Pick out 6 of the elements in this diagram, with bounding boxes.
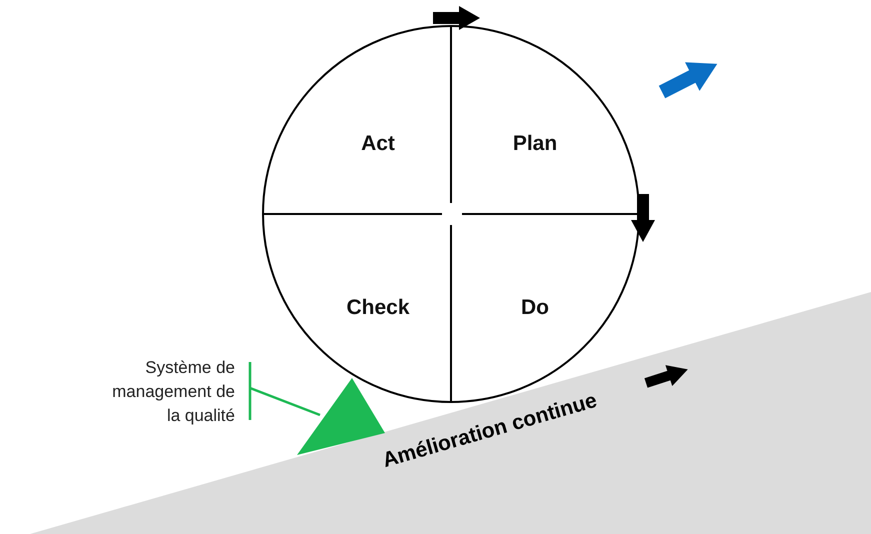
- callout-text: Système de management de la qualité: [95, 356, 235, 428]
- leader-line: [248, 360, 322, 422]
- quadrant-label: Act: [328, 132, 428, 156]
- quadrant-label: Plan: [485, 132, 585, 156]
- quadrant-label: Check: [328, 296, 428, 320]
- quadrant-label: Do: [485, 296, 585, 320]
